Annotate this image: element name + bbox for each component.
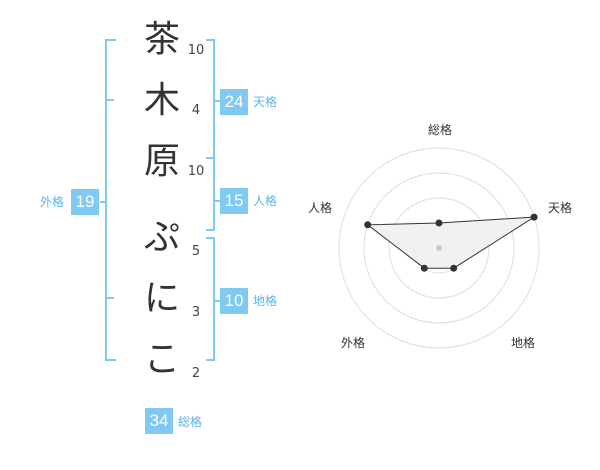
tenkaku-value-badge: 24 bbox=[220, 89, 248, 115]
radar-series-polygon bbox=[366, 216, 535, 269]
chikaku-bracket bbox=[206, 237, 215, 361]
radar-point bbox=[364, 221, 372, 229]
radar-chart bbox=[338, 147, 540, 349]
stroke-count-6: 2 bbox=[191, 366, 201, 381]
tenkaku-bracket bbox=[206, 39, 215, 159]
radar-point bbox=[420, 264, 428, 272]
radar-axis-label-gaikaku: 外格 bbox=[341, 336, 366, 350]
radar-grid-ring bbox=[338, 147, 540, 349]
radar-axis-label-chikaku: 地格 bbox=[511, 336, 536, 350]
chikaku-label: 地格 bbox=[253, 294, 278, 308]
chikaku-value-badge: 10 bbox=[220, 288, 248, 314]
name-char-3: 原 bbox=[143, 141, 180, 182]
stroke-count-5: 3 bbox=[191, 305, 201, 320]
radar-point bbox=[530, 213, 538, 221]
jinkaku-label: 人格 bbox=[253, 194, 278, 208]
radar-axis-label-jinkaku: 人格 bbox=[308, 201, 333, 215]
name-char-4: ぷ bbox=[143, 217, 180, 258]
stroke-count-1: 10 bbox=[187, 43, 205, 58]
stroke-count-3: 10 bbox=[187, 164, 205, 179]
gaikaku-value-badge: 19 bbox=[71, 189, 99, 215]
name-char-5: に bbox=[143, 278, 180, 319]
soukaku-value-badge: 34 bbox=[145, 408, 173, 434]
brackets bbox=[100, 39, 220, 361]
gaikaku-bracket bbox=[105, 39, 116, 361]
radar-axis-label-tenkaku: 天格 bbox=[548, 201, 573, 215]
gaikaku-label: 外格 bbox=[40, 195, 65, 209]
soukaku-label: 総格 bbox=[178, 415, 203, 429]
radar-grid-ring bbox=[363, 172, 515, 324]
radar-point bbox=[435, 219, 443, 227]
radar-point bbox=[450, 264, 458, 272]
jinkaku-bracket bbox=[206, 157, 215, 231]
name-char-2: 木 bbox=[143, 80, 180, 121]
stroke-count-2: 4 bbox=[191, 103, 201, 118]
tenkaku-label: 天格 bbox=[253, 95, 278, 109]
jinkaku-value-badge: 15 bbox=[220, 188, 248, 214]
radar-grid-ring bbox=[388, 197, 490, 299]
stroke-count-4: 5 bbox=[191, 244, 201, 259]
radar-center-dot bbox=[436, 245, 442, 251]
name-char-6: こ bbox=[143, 339, 180, 380]
name-char-1: 茶 bbox=[143, 19, 180, 60]
radar-axis-label-soukaku: 総格 bbox=[428, 123, 453, 137]
